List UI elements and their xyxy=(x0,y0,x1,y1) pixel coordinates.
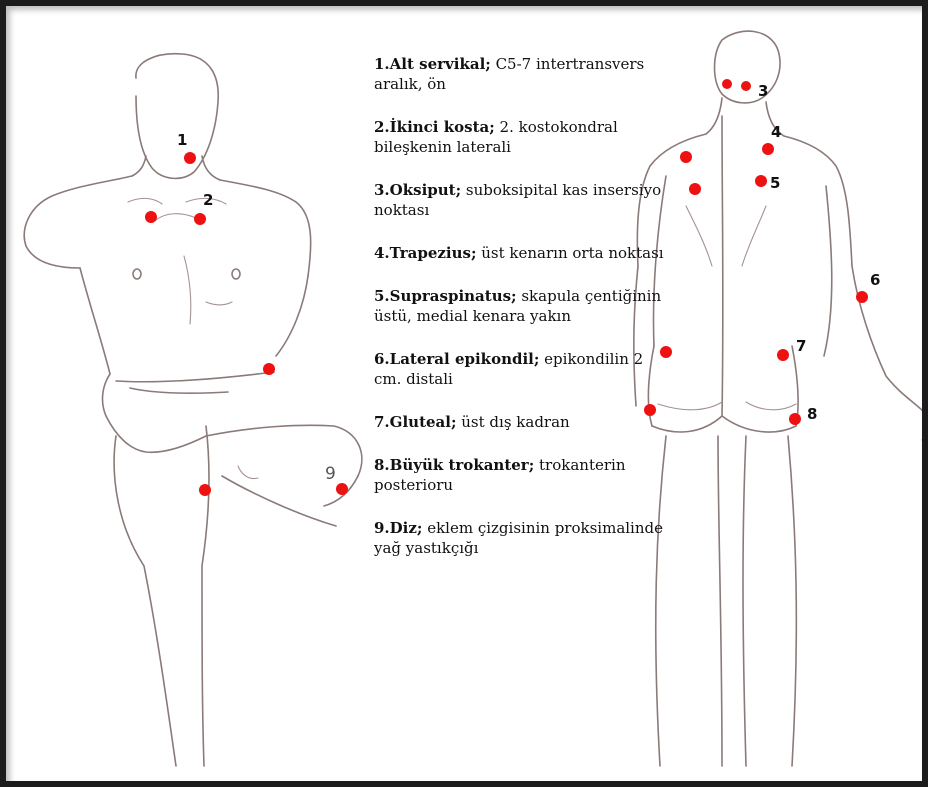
marker-4-label: 4 xyxy=(771,123,781,141)
legend-item-title: 6.Lateral epikondil; xyxy=(374,350,539,368)
marker-7-label: 7 xyxy=(796,337,806,355)
legend-item-7: 7.Gluteal; üst dış kadran xyxy=(374,412,674,432)
marker-7-dot-right xyxy=(777,349,789,361)
marker-2-label: 2 xyxy=(203,191,213,209)
legend-item-title: 4.Trapezius; xyxy=(374,244,477,262)
marker-4-dot-left xyxy=(680,151,692,163)
legend-item-title: 9.Diz; xyxy=(374,519,422,537)
marker-5-label: 5 xyxy=(770,174,780,192)
legend-item-desc: üst dış kadran xyxy=(457,413,570,431)
legend-item-title: 2.İkinci kosta; xyxy=(374,118,495,136)
legend-item-desc: üst kenarın orta noktası xyxy=(477,244,664,262)
legend-item-2: 2.İkinci kosta; 2. kostokondral bileşken… xyxy=(374,117,674,157)
marker-elbow-dot-front xyxy=(263,363,275,375)
legend-item-title: 5.Supraspinatus; xyxy=(374,287,517,305)
legend-item-5: 5.Supraspinatus; skapula çentiğinin üstü… xyxy=(374,286,674,326)
marker-2-dot-right xyxy=(194,213,206,225)
marker-3-label: 3 xyxy=(758,82,768,100)
legend-item-title: 3.Oksiput; xyxy=(374,181,461,199)
marker-4-dot-right xyxy=(762,143,774,155)
marker-9-label: 9 xyxy=(325,464,336,484)
legend-item-9: 9.Diz; eklem çizgisinin proksimalinde ya… xyxy=(374,518,674,558)
legend-item-8: 8.Büyük trokanter; trokanterin posterior… xyxy=(374,455,674,495)
legend-item-1: 1.Alt servikal; C5-7 intertransvers aral… xyxy=(374,54,674,94)
marker-6-dot xyxy=(856,291,868,303)
legend-item-title: 7.Gluteal; xyxy=(374,413,457,431)
marker-knee-dot-left xyxy=(199,484,211,496)
marker-2-dot-left xyxy=(145,211,157,223)
legend-item-6: 6.Lateral epikondil; epikondilin 2 cm. d… xyxy=(374,349,674,389)
marker-1-label: 1 xyxy=(177,131,187,149)
legend-item-title: 1.Alt servikal; xyxy=(374,55,491,73)
marker-5-dot-right xyxy=(755,175,767,187)
marker-3-dot-left xyxy=(722,79,732,89)
marker-9-dot xyxy=(336,483,348,495)
marker-6-label: 6 xyxy=(870,271,880,289)
marker-3-dot-right xyxy=(741,81,751,91)
legend-item-4: 4.Trapezius; üst kenarın orta noktası xyxy=(374,243,674,263)
legend-item-3: 3.Oksiput; suboksipital kas insersiyo no… xyxy=(374,180,674,220)
legend-item-title: 8.Büyük trokanter; xyxy=(374,456,534,474)
marker-8-dot-right xyxy=(789,413,801,425)
marker-1-dot xyxy=(184,152,196,164)
marker-8-label: 8 xyxy=(807,405,817,423)
marker-5-dot-left xyxy=(689,183,701,195)
back-figure-sketch xyxy=(634,31,927,766)
tender-point-legend: 1.Alt servikal; C5-7 intertransvers aral… xyxy=(374,54,674,581)
